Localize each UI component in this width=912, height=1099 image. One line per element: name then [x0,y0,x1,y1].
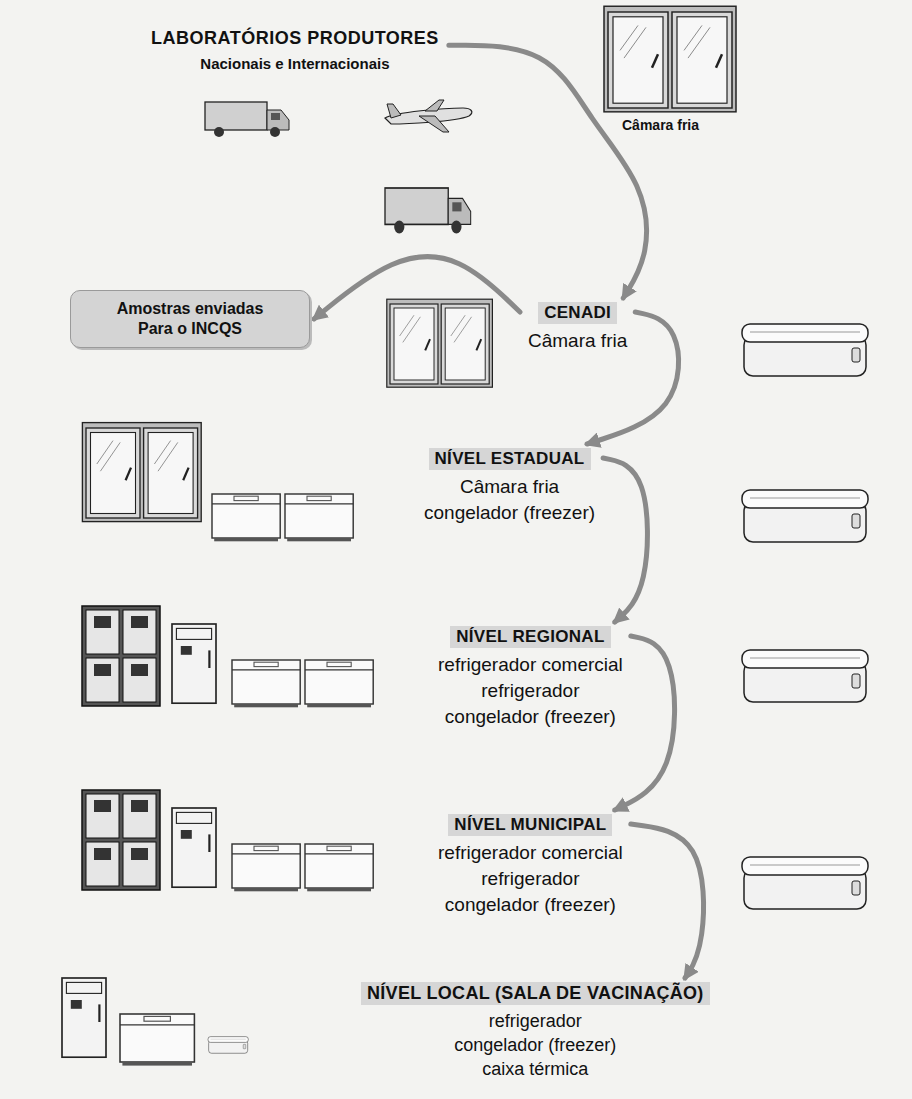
sample-box: Amostras enviadas Para o INCQS [70,290,310,348]
fridge [62,978,106,1057]
fridge [172,624,216,703]
freezer [232,844,300,891]
cooler [742,324,868,376]
source-node: LABORATÓRIOS PRODUTORES Nacionais e Inter… [147,26,443,74]
flow-arrow [449,45,647,298]
node-heading: CENADI [538,302,617,324]
node-heading: NÍVEL REGIONAL [450,626,610,648]
node-text: refrigerador comercial [438,652,623,678]
flow-arrow [615,636,675,810]
node-text: refrigerador [489,1009,582,1033]
plane [385,100,472,132]
level-node: NÍVEL LOCAL (SALA DE VACINAÇÃO) refrigera… [357,980,714,1083]
node-text: Câmara fria [528,328,627,354]
equipment-caption: Câmara fria [622,117,699,133]
commercial-fridge [82,606,160,706]
level-node: NÍVEL MUNICIPAL refrigerador comercialref… [434,812,627,920]
node-text: congelador (freezer) [445,704,616,730]
node-text: congelador (freezer) [445,892,616,918]
commercial-fridge [82,790,160,890]
freezer [305,844,373,891]
cold-chamber [604,6,736,112]
freezer [120,1014,194,1066]
cooler [742,490,868,542]
fridge [172,808,216,887]
node-text: caixa térmica [482,1057,588,1081]
node-heading: NÍVEL MUNICIPAL [448,814,612,836]
level-node: NÍVEL REGIONAL refrigerador comercialrefr… [434,624,627,732]
node-text: Nacionais e Internacionais [200,55,389,72]
node-text: refrigerador [481,678,579,704]
level-node: CENADI Câmara fria [524,300,631,356]
cooler [742,650,868,702]
node-heading: Amostras enviadas Para o INCQS [103,299,278,339]
node-heading: NÍVEL ESTADUAL [429,448,591,470]
cold-chamber [82,423,201,522]
level-node: NÍVEL ESTADUAL Câmara friacongelador (fre… [420,446,599,528]
freezer [232,660,300,707]
node-heading: LABORATÓRIOS PRODUTORES [151,28,439,49]
node-text: refrigerador comercial [438,840,623,866]
flow-arrow [631,824,704,978]
truck [205,102,289,137]
cold-chamber [387,299,493,387]
truck [385,188,471,234]
node-text: Câmara fria [460,474,559,500]
small-cooler [208,1037,248,1054]
node-text: refrigerador [481,866,579,892]
flow-arrow [603,458,647,622]
freezer [212,494,280,541]
flow-arrow [314,257,520,319]
freezer [305,660,373,707]
freezer [285,494,353,541]
node-heading: NÍVEL LOCAL (SALA DE VACINAÇÃO) [361,982,710,1005]
cooler [742,857,868,909]
node-text: congelador (freezer) [454,1033,616,1057]
node-text: congelador (freezer) [424,500,595,526]
